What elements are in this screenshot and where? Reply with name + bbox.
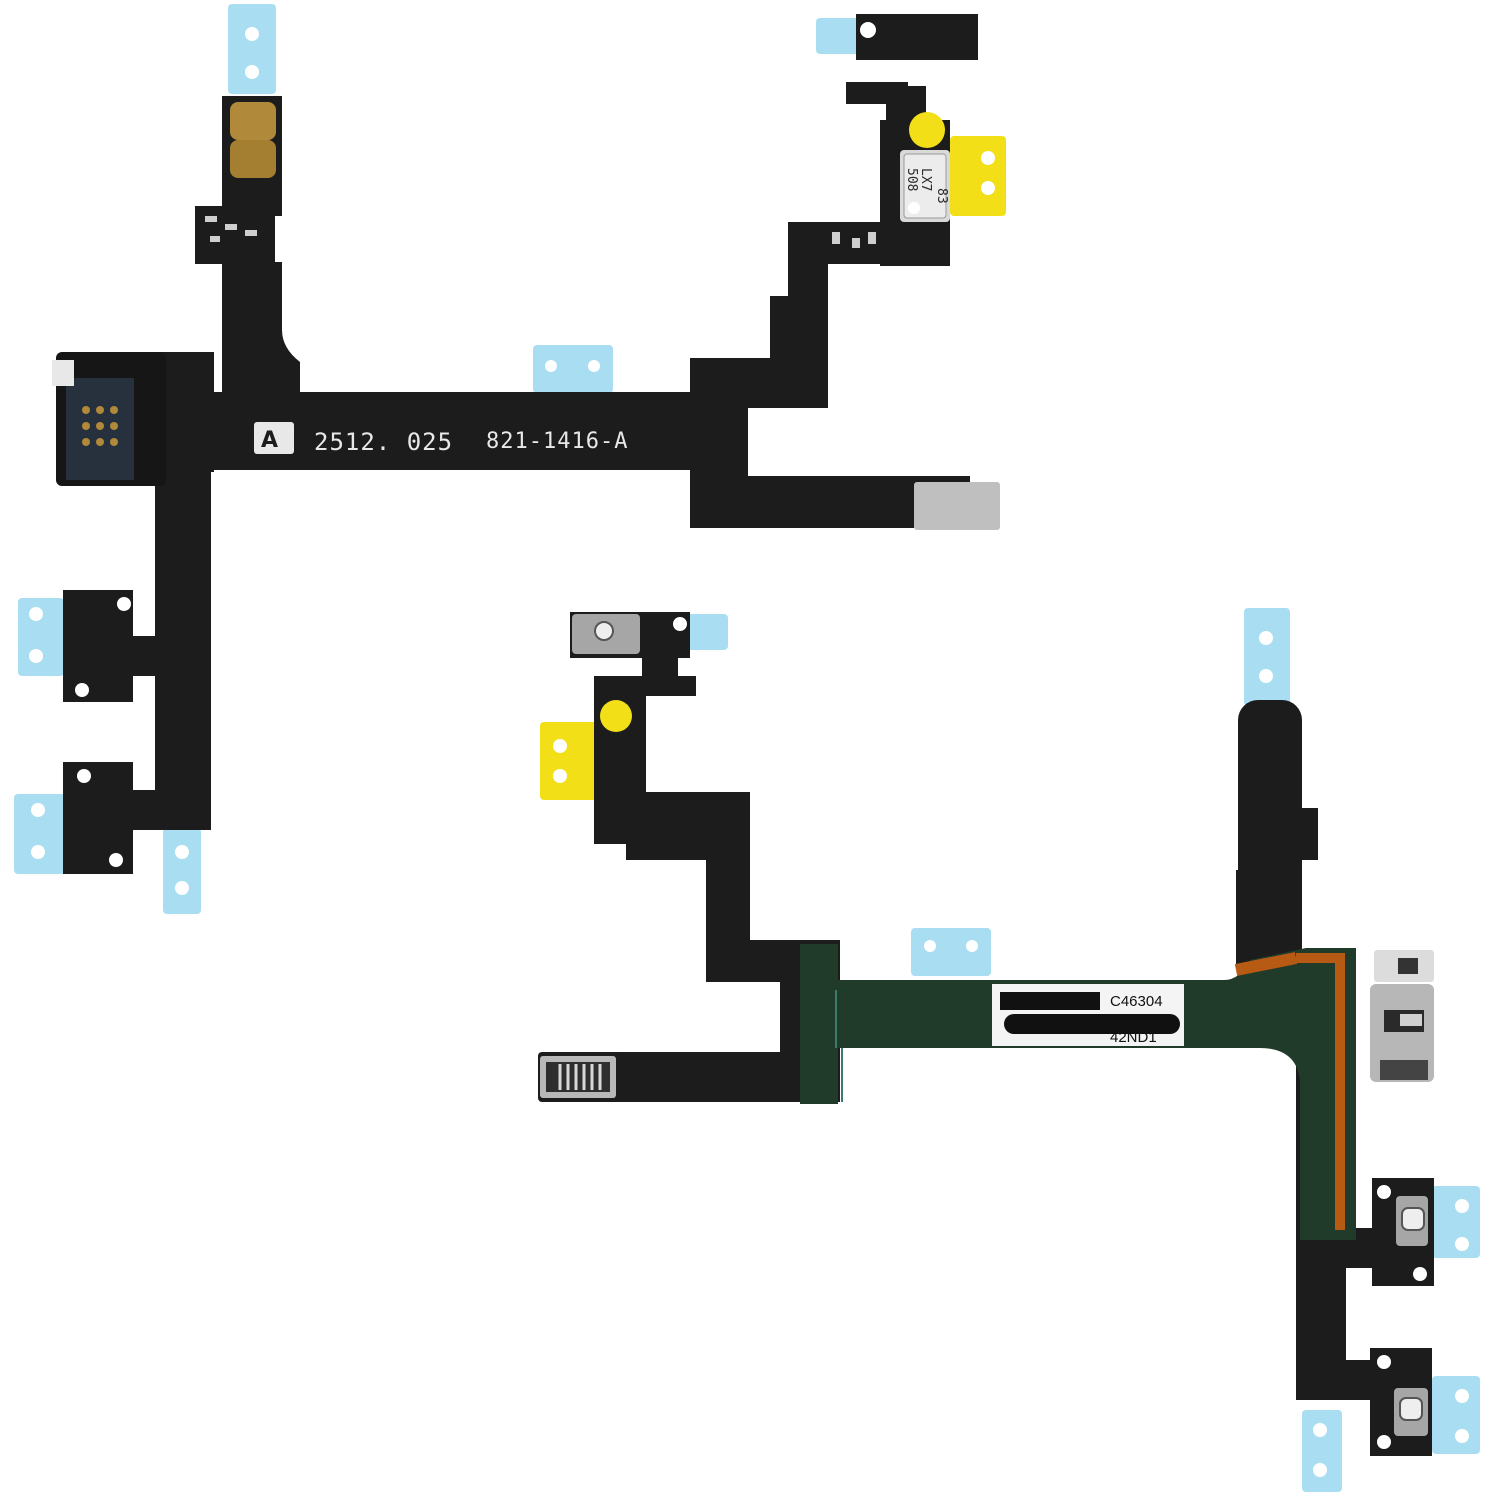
top-cable-gold-pad <box>230 140 276 178</box>
barcode-label: C46304 42ND1 <box>992 984 1184 1046</box>
top-cable-yellow-dot <box>909 112 945 148</box>
chip-label-2: 83 <box>934 188 949 204</box>
label-code: C46304 <box>1110 993 1163 1010</box>
top-cable-stiffener <box>914 482 1000 530</box>
top-cable-yellow-tab <box>950 136 1006 216</box>
marking-2512: 2512. 025 <box>314 428 453 456</box>
bottom-flex-cable: C46304 42ND1 <box>538 608 1480 1492</box>
top-cable-mounting-holes <box>29 22 995 895</box>
manufacturer-logo <box>254 422 294 454</box>
top-cable-smd-components <box>205 216 876 248</box>
top-flex-cable: LX7 83 508 A 2512. 025 821-1416-A <box>14 4 1006 914</box>
chip-label-3: 508 <box>904 168 919 191</box>
bottom-cable-mounting-holes <box>553 617 1469 1477</box>
label-code-2: 42ND1 <box>1110 1029 1157 1046</box>
chip-label: LX7 <box>918 168 933 191</box>
marking-part-number: 821-1416-A <box>486 429 628 454</box>
svg-text:A: A <box>261 428 278 453</box>
top-cable-mic-chip: LX7 83 508 <box>900 150 950 222</box>
bottom-cable-green-band <box>800 944 1356 1240</box>
mute-switch <box>1370 950 1434 1082</box>
top-cable-gold-pad <box>230 102 276 140</box>
bottom-cable-yellow-dot <box>600 700 632 732</box>
board-connector <box>540 1056 616 1098</box>
bottom-cable-buttons <box>572 614 1428 1436</box>
